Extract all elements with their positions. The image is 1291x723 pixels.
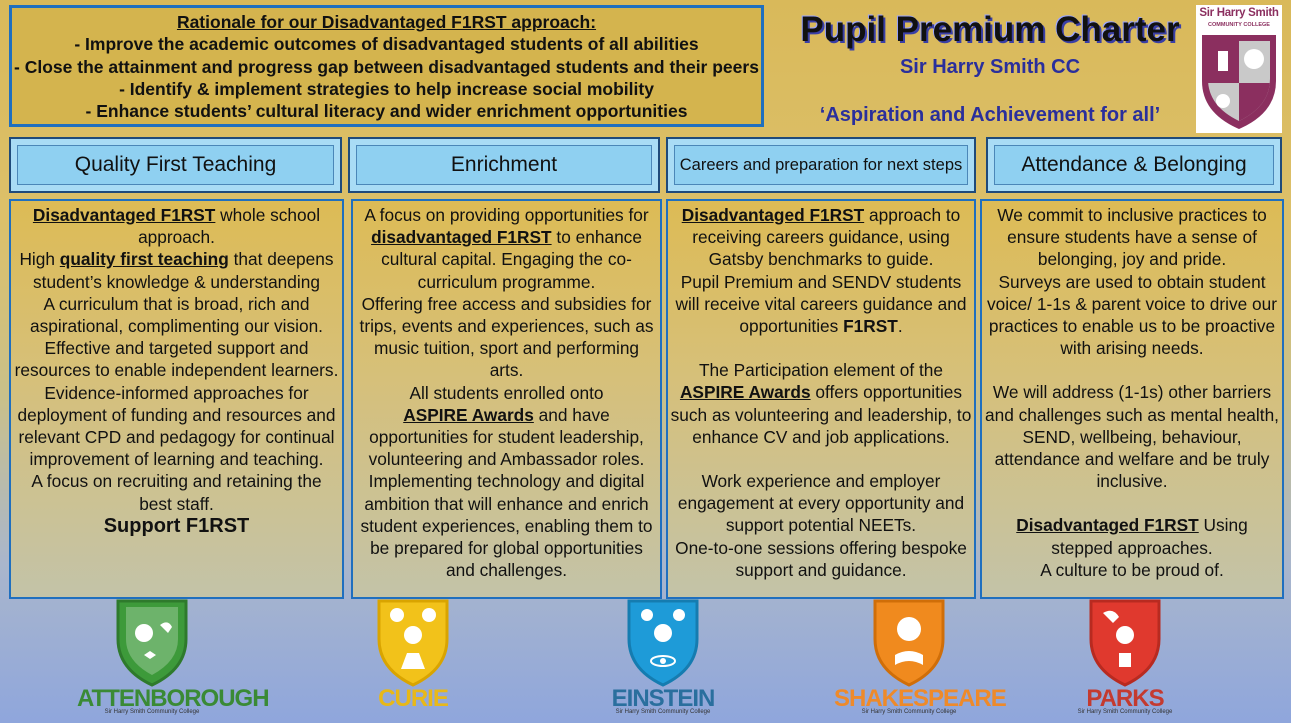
paragraph: ASPIRE Awards and have opportunities for…: [355, 404, 658, 471]
text: whole school approach.: [138, 205, 321, 248]
house-name: SHAKESPEARE: [834, 685, 1007, 712]
paragraph: The Participation element of the: [699, 360, 943, 381]
house-name: CURIE: [378, 685, 449, 712]
rationale-line: - Improve the academic outcomes of disad…: [74, 34, 699, 55]
rationale-line: - Identify & implement strategies to hel…: [119, 78, 654, 99]
paragraph: Effective and targeted support and resou…: [14, 338, 339, 381]
text: Using stepped approaches.: [1051, 515, 1248, 558]
paragraph: A focus on recruiting and retaining the …: [31, 471, 322, 514]
attenborough-shield-icon: [116, 599, 188, 687]
text: and have opportunities for student leade…: [368, 404, 645, 470]
shield-fill: [873, 599, 945, 687]
house-parks: PARKS Sir Harry Smith Community College: [1050, 599, 1200, 723]
rationale-title: Rationale for our Disadvantaged F1RST ap…: [176, 12, 597, 32]
spacer: [670, 448, 972, 470]
text: offers opportunities such as volunteerin…: [670, 382, 972, 447]
paragraph: Implementing technology and digital ambi…: [360, 471, 653, 581]
heading-enrichment: Enrichment: [348, 137, 660, 193]
highlight: ASPIRE Awards: [679, 382, 811, 403]
paragraph: Offering free access and subsidies for t…: [359, 293, 654, 381]
house-shakespeare: SHAKESPEARE Sir Harry Smith Community Co…: [834, 599, 1007, 723]
house-subtitle: Sir Harry Smith Community College: [104, 709, 200, 715]
house-attenborough: ATTENBOROUGH Sir Harry Smith Community C…: [77, 599, 270, 723]
spacer: [984, 359, 1280, 381]
column-attendance-belonging: We commit to inclusive practices to ensu…: [980, 199, 1284, 599]
parks-shield-icon: [1089, 599, 1161, 687]
paragraph: A curriculum that is broad, rich and asp…: [30, 293, 323, 337]
crest-shield-icon: [1202, 35, 1276, 129]
paragraph: Disadvantaged F1RST whole school approac…: [13, 204, 340, 248]
paragraph: We commit to inclusive practices to ensu…: [997, 205, 1267, 270]
school-crest-logo: Sir Harry Smith COMMUNITY COLLEGE: [1196, 5, 1282, 133]
text: .: [897, 316, 903, 337]
highlight: quality first teaching: [59, 249, 229, 270]
shakespeare-shield-icon: [873, 599, 945, 687]
school-name: Sir Harry Smith CC: [899, 56, 1081, 78]
heading-attendance-belonging: Attendance & Belonging: [986, 137, 1282, 193]
house-name: PARKS: [1086, 685, 1164, 712]
spacer: [670, 337, 972, 359]
house-name: EINSTEIN: [611, 685, 716, 712]
motto: ‘Aspiration and Achievement for all’: [819, 104, 1161, 126]
paragraph: All students enrolled onto: [409, 382, 604, 403]
heading-careers: Careers and preparation for next steps: [666, 137, 976, 193]
curie-shield-icon: [377, 599, 449, 687]
text: to enhance cultural capital. Engaging th…: [381, 227, 642, 292]
einstein-shield-icon: [627, 599, 699, 687]
spacer: [984, 492, 1280, 514]
house-subtitle: Sir Harry Smith Community College: [615, 709, 711, 715]
heading-quality-first-teaching: Quality First Teaching: [9, 137, 342, 193]
rationale-box: Rationale for our Disadvantaged F1RST ap…: [9, 5, 764, 127]
highlight: Disadvantaged F1RST: [32, 205, 216, 225]
paragraph: High quality first teaching that deepens…: [13, 248, 340, 292]
paragraph: Disadvantaged F1RST approach to receivin…: [670, 204, 972, 271]
column-quality-first-teaching: Disadvantaged F1RST whole school approac…: [9, 199, 344, 599]
house-name: ATTENBOROUGH: [77, 685, 270, 712]
crest-name: Sir Harry Smith: [1199, 7, 1279, 19]
column-enrichment: A focus on providing opportunities for d…: [351, 199, 662, 599]
shield-fill: [116, 599, 188, 687]
paragraph: Work experience and employer engagement …: [677, 471, 965, 536]
house-einstein: EINSTEIN Sir Harry Smith Community Colle…: [588, 599, 738, 723]
paragraph: Disadvantaged F1RST Using stepped approa…: [984, 514, 1280, 558]
paragraph: Evidence-informed approaches for deploym…: [17, 382, 336, 470]
rationale-line: - Enhance students’ cultural literacy an…: [85, 101, 688, 122]
shield-fill: [627, 599, 699, 687]
paragraph: Surveys are used to obtain student voice…: [986, 271, 1278, 359]
highlight: disadvantaged F1RST: [371, 227, 552, 248]
text: A focus on providing opportunities for: [364, 205, 649, 225]
column-careers: Disadvantaged F1RST approach to receivin…: [666, 199, 976, 599]
house-curie: CURIE: [338, 599, 488, 723]
crest-subtitle: COMMUNITY COLLEGE: [1208, 22, 1270, 28]
highlight: ASPIRE Awards: [403, 404, 534, 425]
paragraph: We will address (1-1s) other barriers an…: [985, 382, 1279, 492]
paragraph: A culture to be proud of.: [1040, 559, 1224, 580]
highlight: Disadvantaged F1RST: [1016, 515, 1199, 536]
rationale-line: - Close the attainment and progress gap …: [14, 56, 759, 77]
text: approach to receiving careers guidance, …: [692, 205, 961, 270]
text: Pupil Premium and SENDV students will re…: [675, 271, 967, 337]
text: that deepens student’s knowledge & under…: [33, 249, 334, 292]
page-title: Pupil Premium Charter: [800, 10, 1180, 49]
paragraph: ASPIRE Awards offers opportunities such …: [670, 381, 972, 448]
highlight: F1RST: [843, 316, 898, 337]
support-first-label: Support F1RST: [103, 514, 250, 537]
highlight: Disadvantaged F1RST: [681, 205, 865, 225]
house-subtitle: Sir Harry Smith Community College: [861, 709, 957, 715]
text: High: [19, 249, 60, 270]
house-subtitle: Sir Harry Smith Community College: [1077, 709, 1173, 715]
paragraph: Pupil Premium and SENDV students will re…: [670, 271, 972, 338]
paragraph: One-to-one sessions offering bespoke sup…: [675, 537, 967, 580]
paragraph: A focus on providing opportunities for d…: [355, 204, 658, 293]
